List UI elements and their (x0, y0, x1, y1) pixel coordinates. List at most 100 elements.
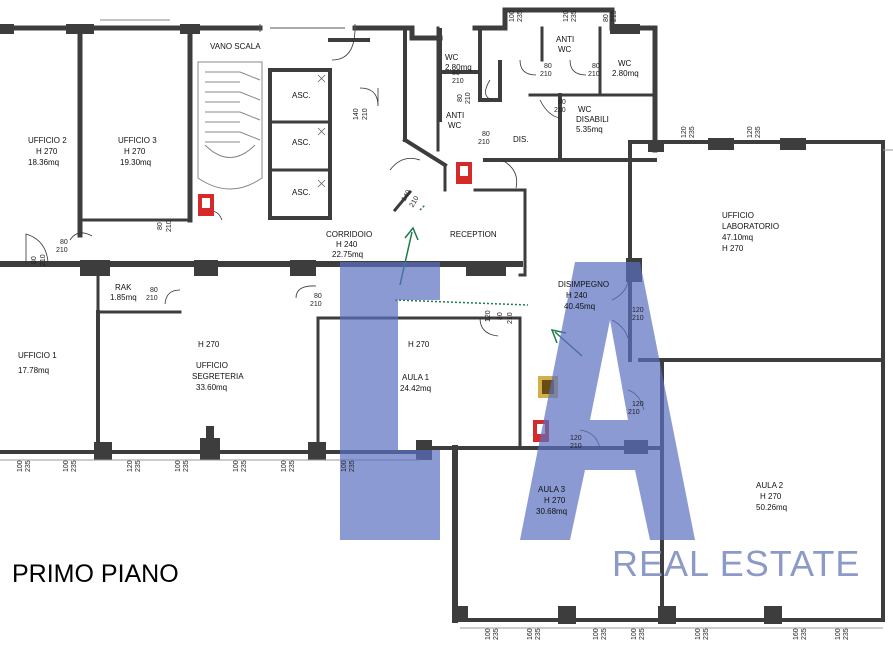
door-height: 210 (452, 78, 464, 85)
room-name: UFFICIO 1 (18, 351, 57, 360)
window-dim-b: 235 (289, 460, 296, 472)
window-dim-b: 235 (535, 628, 542, 640)
room-area: 19.30mq (120, 158, 151, 167)
room-name: UFFICIO 3 (118, 136, 157, 145)
room-name: UFFICIO (722, 211, 754, 220)
room-name: SEGRETERIA (192, 372, 244, 381)
door-height: 210 (570, 443, 582, 450)
room-name: WC (578, 105, 592, 114)
door-width: 80 (544, 63, 552, 70)
room-area: 18.36mq (28, 158, 59, 167)
window-dim-b: 235 (135, 460, 142, 472)
window-dim-a: 120 (563, 10, 570, 22)
window-dim-a: 100 (835, 628, 842, 640)
window-dim-b: 235 (801, 628, 808, 640)
window-dim-b: 235 (349, 460, 356, 472)
door-dimensions: 80 210 80 210 80 210 80 210 80 210 80 21… (31, 63, 644, 450)
door-height: 210 (628, 409, 640, 416)
room-name: RAK (115, 283, 132, 292)
door-height: 210 (56, 247, 68, 254)
door-width: 80 (592, 63, 600, 70)
room-name: DIS. (513, 135, 529, 144)
window-dim-a: 100 (233, 460, 240, 472)
door-width: 80 (452, 70, 460, 77)
room-name: DISABILI (576, 115, 609, 124)
room-name: CORRIDOIO (326, 230, 372, 239)
room-name: LABORATORIO (722, 222, 779, 231)
window-dim-a: 100 (485, 628, 492, 640)
room-name: UFFICIO 2 (28, 136, 67, 145)
room-area: 40.45mq (564, 302, 595, 311)
door-height: 210 (540, 71, 552, 78)
room-area: 50.26mq (756, 503, 787, 512)
room-height: H 270 (722, 244, 744, 253)
window-dim-a: 100 (63, 460, 70, 472)
room-name: VANO SCALA (210, 42, 261, 51)
window-dim-b: 235 (517, 10, 524, 22)
window-dimensions: 100 235 120 235 80 215 120 235 120 235 1… (17, 10, 850, 640)
room-area: 22.75mq (332, 250, 363, 259)
room-height: H 270 (198, 340, 220, 349)
room-name: ASC. (292, 188, 311, 197)
window-dim-b: 235 (25, 460, 32, 472)
room-name: AULA 2 (756, 481, 784, 490)
door-width: 120 (570, 435, 582, 442)
room-name: UFFICIO (196, 361, 228, 370)
window-dim-a: 80 (603, 14, 610, 22)
elevator-marks (317, 74, 326, 188)
door-height: 210 (166, 220, 173, 232)
walls (0, 7, 885, 623)
door-height: 210 (146, 295, 158, 302)
door-width: 120 (632, 307, 644, 314)
window-dim-b: 235 (183, 460, 190, 472)
brand-watermark (340, 262, 695, 540)
room-name: WC (618, 59, 632, 68)
floor-title: PRIMO PIANO (12, 560, 179, 588)
window-dim-a: 100 (593, 628, 600, 640)
room-name: DISIMPEGNO (558, 280, 609, 289)
room-name: ANTI (446, 111, 464, 120)
window-dim-b: 215 (611, 10, 618, 22)
window-dim-b: 235 (241, 460, 248, 472)
window-dim-a: 100 (341, 460, 348, 472)
door-height: 210 (588, 71, 600, 78)
window-dim-a: 100 (17, 460, 24, 472)
door-height: 210 (40, 254, 47, 266)
room-area: 33.60mq (196, 383, 227, 392)
window-dim-a: 160 (527, 628, 534, 640)
room-area: 1.85mq (110, 293, 137, 302)
door-height: 210 (478, 139, 490, 146)
door-width: 120 (485, 310, 492, 322)
window-dim-b: 235 (601, 628, 608, 640)
room-name: AULA 3 (538, 485, 566, 494)
door-height: 210 (632, 315, 644, 322)
room-name: AULA 1 (402, 373, 430, 382)
window-dim-a: 120 (681, 126, 688, 138)
room-height: H 240 (566, 291, 588, 300)
window-dim-b: 235 (843, 628, 850, 640)
window-dim-b: 235 (493, 628, 500, 640)
room-name: ANTI (556, 35, 574, 44)
room-name: ASC. (292, 138, 311, 147)
door-width: 80 (157, 222, 164, 230)
door-width: 80 (457, 94, 464, 102)
window-dim-b: 235 (571, 10, 578, 22)
room-area: 30.68mq (536, 507, 567, 516)
stairs (197, 61, 263, 190)
window-dim-b: 235 (755, 126, 762, 138)
window-dim-b: 235 (71, 460, 78, 472)
room-area: 2.80mq (612, 69, 639, 78)
room-area: 2.80mq (445, 63, 472, 72)
door-width: 80 (314, 293, 322, 300)
door-width: 80 (497, 312, 504, 320)
door-width: 120 (632, 401, 644, 408)
room-height: H 270 (760, 492, 782, 501)
door-width: 80 (31, 256, 38, 264)
window-dim-a: 100 (281, 460, 288, 472)
window-dim-a: 100 (509, 10, 516, 22)
window-dim-a: 160 (793, 628, 800, 640)
door-width: 80 (60, 239, 68, 246)
brand-name: REAL ESTATE (612, 543, 860, 584)
room-area: 17.78mq (18, 366, 49, 375)
